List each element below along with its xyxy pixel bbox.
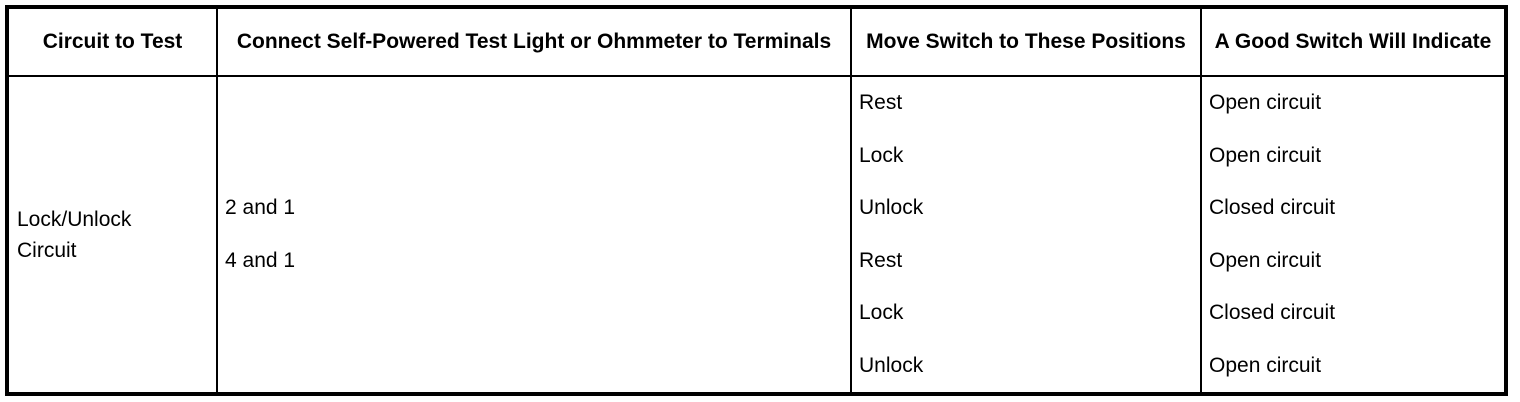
column-header-circuit-to-test-label: Circuit to Test <box>42 30 183 53</box>
indication-item: Closed circuit <box>1209 196 1336 220</box>
column-header-switch-positions-label: Move Switch to These Positions <box>866 30 1186 53</box>
switch-position-item: Rest <box>859 248 903 272</box>
indication-item: Open circuit <box>1209 248 1322 272</box>
terminals-slot: 2 and 1 <box>225 196 296 220</box>
column-header-circuit-to-test: Circuit to Test <box>9 9 218 75</box>
switch-position-item: Rest <box>859 91 903 115</box>
column-header-connect-terminals-label: Connect Self-Powered Test Light or Ohmme… <box>236 30 832 53</box>
indication-item: Closed circuit <box>1209 301 1336 325</box>
terminals-slot-list: 2 and 1 4 and 1 <box>218 77 850 392</box>
cell-circuit-to-test: Lock/Unlock Circuit <box>9 77 218 392</box>
switch-continuity-test-table: Circuit to Test Connect Self-Powered Tes… <box>5 5 1508 396</box>
column-header-good-switch-indicate: A Good Switch Will Indicate <box>1202 9 1504 75</box>
switch-position-item: Unlock <box>859 353 924 377</box>
indication-item: Open circuit <box>1209 143 1322 167</box>
column-header-connect-terminals: Connect Self-Powered Test Light or Ohmme… <box>218 9 852 75</box>
switch-position-item: Lock <box>859 143 904 167</box>
table-header-row: Circuit to Test Connect Self-Powered Tes… <box>9 9 1504 77</box>
switch-position-list: Rest Lock Unlock Rest Lock Unlock <box>852 77 1200 392</box>
terminals-slot: 4 and 1 <box>225 248 296 272</box>
table-body: Lock/Unlock Circuit 2 and 1 4 and 1 Rest <box>9 77 1504 392</box>
indication-item: Open circuit <box>1209 91 1322 115</box>
cell-good-switch-indicate: Open circuit Open circuit Closed circuit… <box>1202 77 1504 392</box>
circuit-label-line-2: Circuit <box>17 238 77 262</box>
column-header-switch-positions: Move Switch to These Positions <box>852 9 1202 75</box>
column-header-good-switch-indicate-label: A Good Switch Will Indicate <box>1214 30 1492 53</box>
switch-position-item: Unlock <box>859 196 924 220</box>
circuit-label-line-1: Lock/Unlock <box>17 207 132 231</box>
cell-switch-positions: Rest Lock Unlock Rest Lock Unlock <box>852 77 1202 392</box>
indication-list: Open circuit Open circuit Closed circuit… <box>1202 77 1504 392</box>
switch-position-item: Lock <box>859 301 904 325</box>
indication-item: Open circuit <box>1209 353 1322 377</box>
cell-connect-terminals: 2 and 1 4 and 1 <box>218 77 852 392</box>
